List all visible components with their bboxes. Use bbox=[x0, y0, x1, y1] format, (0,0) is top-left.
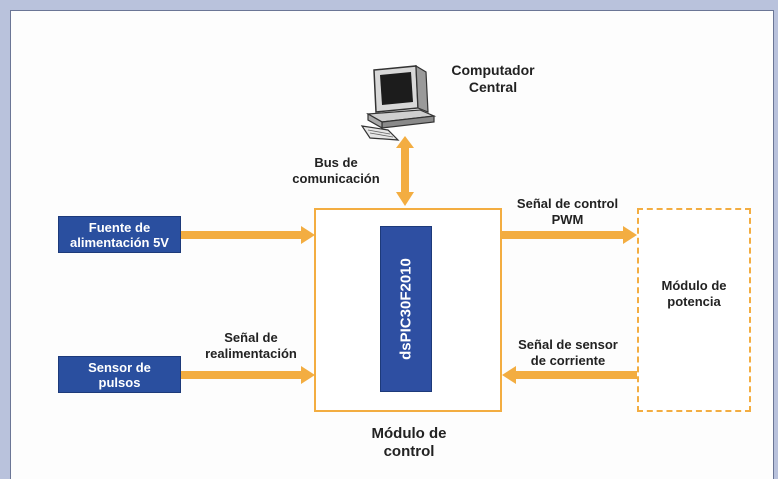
bus-label-line1: Bus de bbox=[314, 155, 358, 170]
feedback-label-line1: Señal de bbox=[224, 330, 278, 345]
current-sensor-line1: Señal de sensor bbox=[518, 337, 618, 352]
dspic-chip: dsPIC30F2010 bbox=[380, 226, 432, 392]
pulse-sensor-line2: pulsos bbox=[98, 374, 141, 390]
pwm-arrow bbox=[502, 226, 637, 244]
pwm-label: Señal de control PWM bbox=[500, 196, 635, 228]
pulse-sensor-box: Sensor de pulsos bbox=[58, 356, 181, 393]
control-module-line1: Módulo de bbox=[371, 425, 447, 442]
current-sensor-arrow bbox=[502, 366, 637, 384]
control-module-line2: control bbox=[383, 443, 435, 460]
bus-label: Bus de comunicación bbox=[276, 155, 396, 187]
pulse-sensor-line1: Sensor de bbox=[88, 359, 151, 375]
power-supply-arrow bbox=[181, 226, 315, 244]
power-supply-box: Fuente de alimentación 5V bbox=[58, 216, 181, 253]
power-supply-line2: alimentación 5V bbox=[70, 234, 169, 250]
feedback-label: Señal de realimentación bbox=[186, 330, 316, 362]
computer-label: Computador Central bbox=[438, 62, 548, 96]
power-module-box bbox=[637, 208, 751, 412]
pwm-label-line2: PWM bbox=[551, 212, 584, 227]
power-supply-line1: Fuente de bbox=[88, 219, 151, 235]
computer-label-line1: Computador bbox=[451, 62, 535, 78]
current-sensor-label: Señal de sensor de corriente bbox=[502, 337, 634, 369]
bus-arrow bbox=[396, 136, 414, 206]
pwm-label-line1: Señal de control bbox=[516, 196, 619, 211]
feedback-label-line2: realimentación bbox=[205, 346, 297, 361]
computer-icon bbox=[360, 64, 437, 141]
feedback-arrow bbox=[181, 366, 315, 384]
current-sensor-line2: de corriente bbox=[530, 353, 606, 368]
computer-label-line2: Central bbox=[468, 79, 518, 95]
power-module-line1: Módulo de bbox=[661, 278, 727, 293]
power-module-line2: potencia bbox=[667, 294, 721, 309]
bus-label-line2: comunicación bbox=[292, 171, 380, 186]
control-module-label: Módulo de control bbox=[344, 425, 474, 461]
power-module-label: Módulo de potencia bbox=[637, 278, 751, 310]
